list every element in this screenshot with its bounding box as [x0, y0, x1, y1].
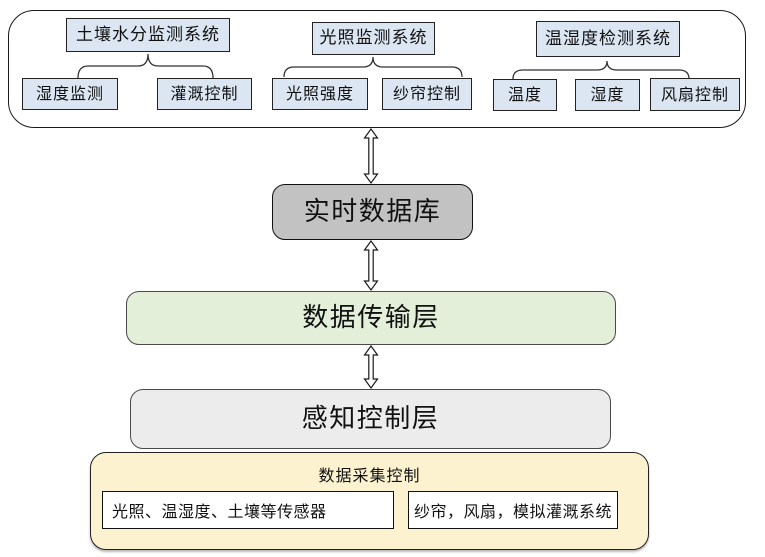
acquisition-panel: 数据采集控制 光照、温湿度、土壤等传感器 纱帘，风扇，模拟灌溉系统 — [90, 452, 649, 550]
node-temperature-box: 温度 — [493, 79, 557, 111]
node-light-intensity-box: 光照强度 — [272, 78, 368, 110]
node-humidity-monitor-box: 湿度监测 — [22, 78, 118, 110]
node-irrigation-control-box: 灌溉控制 — [157, 78, 252, 110]
acquisition-title: 数据采集控制 — [318, 466, 421, 485]
brace-icon — [283, 56, 463, 78]
double-arrow-icon — [363, 344, 379, 390]
group-light-parent-box: 光照监测系统 — [312, 22, 435, 55]
layer-realtime-database: 实时数据库 — [272, 184, 473, 240]
node-fan-control-box: 风扇控制 — [650, 78, 740, 111]
group-temp-humidity-parent-box: 温湿度检测系统 — [536, 21, 680, 57]
node-humidity-box: 湿度 — [575, 79, 640, 111]
layer-data-transmission: 数据传输层 — [126, 291, 616, 345]
layer-perception-control: 感知控制层 — [130, 389, 611, 449]
double-arrow-icon — [363, 239, 379, 292]
brace-icon — [77, 53, 214, 79]
sensors-box: 光照、温湿度、土壤等传感器 — [102, 491, 394, 529]
group-soil-parent-box: 土壤水分监测系统 — [66, 18, 230, 52]
node-curtain-control-box: 纱帘控制 — [382, 78, 472, 110]
brace-icon — [512, 60, 690, 80]
double-arrow-icon — [363, 127, 379, 185]
actuators-box: 纱帘，风扇，模拟灌溉系统 — [408, 491, 618, 529]
